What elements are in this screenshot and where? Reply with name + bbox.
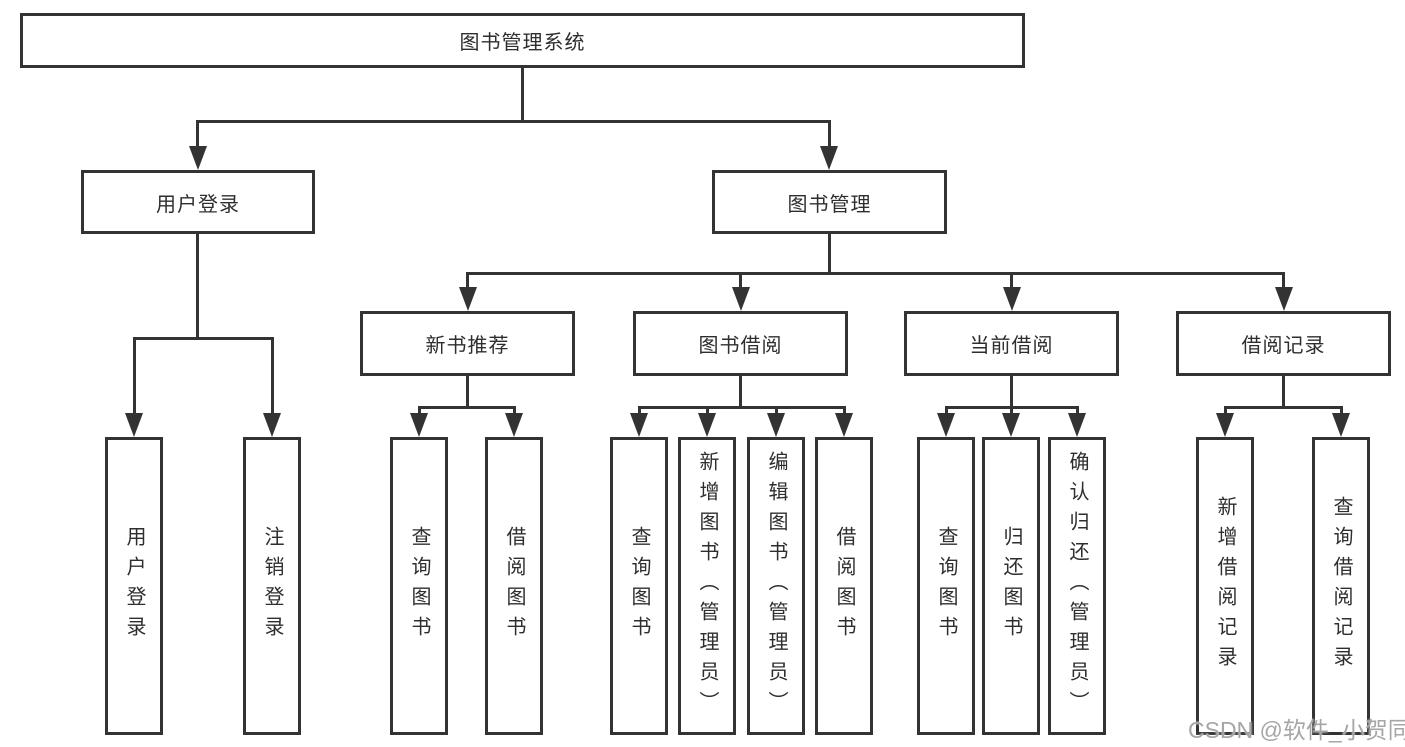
leaf-query-books-current-label: 查询图书 [935, 526, 957, 646]
connector-drop [1282, 376, 1285, 408]
leaf-query-books-recommend: 查询图书 [390, 437, 448, 735]
node-new-book-recommend: 新书推荐 [360, 311, 575, 376]
connector-drop [466, 376, 469, 408]
arrowhead-down-icon [630, 413, 648, 437]
connector-root-drop [521, 68, 524, 122]
arrowhead-down-icon [1216, 413, 1234, 437]
arrowhead-down-icon [767, 413, 785, 437]
leaf-borrow-books-label: 借阅图书 [833, 526, 855, 646]
leaf-edit-books-admin: 编辑图书（管理员） [747, 437, 805, 735]
connector-stub [1340, 406, 1343, 415]
leaf-query-borrow-record-label: 查询借阅记录 [1330, 496, 1352, 676]
leaf-query-books-recommend-label: 查询图书 [408, 526, 430, 646]
leaf-add-books-admin-label: 新增图书（管理员） [696, 451, 718, 721]
arrowhead-down-icon [1332, 413, 1350, 437]
leaf-borrow-books-recommend-label: 借阅图书 [503, 526, 525, 646]
leaf-confirm-return-admin-label: 确认归还（管理员） [1066, 451, 1088, 721]
leaf-add-books-admin: 新增图书（管理员） [678, 437, 736, 735]
leaf-query-books-current: 查询图书 [917, 437, 975, 735]
connector-stub [196, 120, 199, 148]
leaf-return-books-label: 归还图书 [1000, 526, 1022, 646]
connector-stub [945, 406, 948, 415]
connector-drop [739, 376, 742, 408]
node-book-management: 图书管理 [712, 170, 947, 234]
connector-user-login-split [133, 337, 273, 340]
connector-root-split [197, 120, 831, 123]
arrowhead-down-icon [189, 146, 207, 170]
leaf-user-login: 用户登录 [105, 437, 163, 735]
connector-stub [775, 406, 778, 415]
node-book-borrow-label: 图书借阅 [698, 335, 783, 357]
node-borrow-records-label: 借阅记录 [1241, 335, 1326, 357]
node-new-book-recommend-label: 新书推荐 [425, 335, 510, 357]
connector-drop [1010, 376, 1013, 408]
arrowhead-down-icon [459, 287, 477, 311]
leaf-add-borrow-record-label: 新增借阅记录 [1214, 496, 1236, 676]
leaf-query-borrow-record: 查询借阅记录 [1312, 437, 1370, 735]
leaf-user-login-label: 用户登录 [123, 526, 145, 646]
arrowhead-down-icon [505, 413, 523, 437]
connector-user-login-drop [196, 234, 199, 339]
connector-stub [638, 406, 641, 415]
connector-stub [828, 120, 831, 148]
arrowhead-down-icon [820, 146, 838, 170]
node-user-login-label: 用户登录 [156, 193, 240, 216]
node-root-label: 图书管理系统 [459, 32, 586, 54]
connector-split [418, 406, 515, 409]
connector-book-management-drop [828, 234, 831, 274]
connector-stub [418, 406, 421, 415]
node-current-borrow: 当前借阅 [904, 311, 1119, 376]
leaf-add-borrow-record: 新增借阅记录 [1196, 437, 1254, 735]
arrowhead-down-icon [1068, 413, 1086, 437]
arrowhead-down-icon [1002, 413, 1020, 437]
node-book-borrow: 图书借阅 [633, 311, 848, 376]
node-book-management-label: 图书管理 [787, 193, 872, 216]
arrowhead-down-icon [698, 413, 716, 437]
arrowhead-down-icon [732, 287, 750, 311]
leaf-edit-books-admin-label: 编辑图书（管理员） [765, 451, 787, 721]
leaf-logout-label: 注销登录 [261, 526, 283, 646]
leaf-query-books-borrow: 查询图书 [610, 437, 668, 735]
connector-split [638, 406, 845, 409]
connector-stub [1224, 406, 1227, 415]
connector-book-management-split [466, 272, 1284, 275]
arrowhead-down-icon [263, 413, 281, 437]
arrowhead-down-icon [835, 413, 853, 437]
connector-stub [1282, 272, 1285, 289]
leaf-return-books: 归还图书 [982, 437, 1040, 735]
csdn-watermark: CSDN @软件_小贺同学 [1188, 717, 1405, 743]
node-borrow-records: 借阅记录 [1176, 311, 1391, 376]
node-user-login: 用户登录 [81, 170, 315, 234]
node-current-borrow-label: 当前借阅 [969, 335, 1054, 357]
arrowhead-down-icon [125, 413, 143, 437]
connector-stub [133, 337, 136, 415]
arrowhead-down-icon [410, 413, 428, 437]
connector-stub [706, 406, 709, 415]
arrowhead-down-icon [1275, 287, 1293, 311]
connector-stub [466, 272, 469, 289]
leaf-query-books-borrow-label: 查询图书 [628, 526, 650, 646]
node-root: 图书管理系统 [20, 13, 1025, 68]
connector-stub [513, 406, 516, 415]
connector-stub [1076, 406, 1079, 415]
arrowhead-down-icon [1003, 287, 1021, 311]
connector-split [1224, 406, 1342, 409]
leaf-confirm-return-admin: 确认归还（管理员） [1048, 437, 1106, 735]
arrowhead-down-icon [937, 413, 955, 437]
leaf-borrow-books: 借阅图书 [815, 437, 873, 735]
connector-stub [271, 337, 274, 415]
connector-stub [1010, 406, 1013, 415]
connector-stub [843, 406, 846, 415]
leaf-logout: 注销登录 [243, 437, 301, 735]
connector-stub [1010, 272, 1013, 289]
leaf-borrow-books-recommend: 借阅图书 [485, 437, 543, 735]
connector-stub [739, 272, 742, 289]
